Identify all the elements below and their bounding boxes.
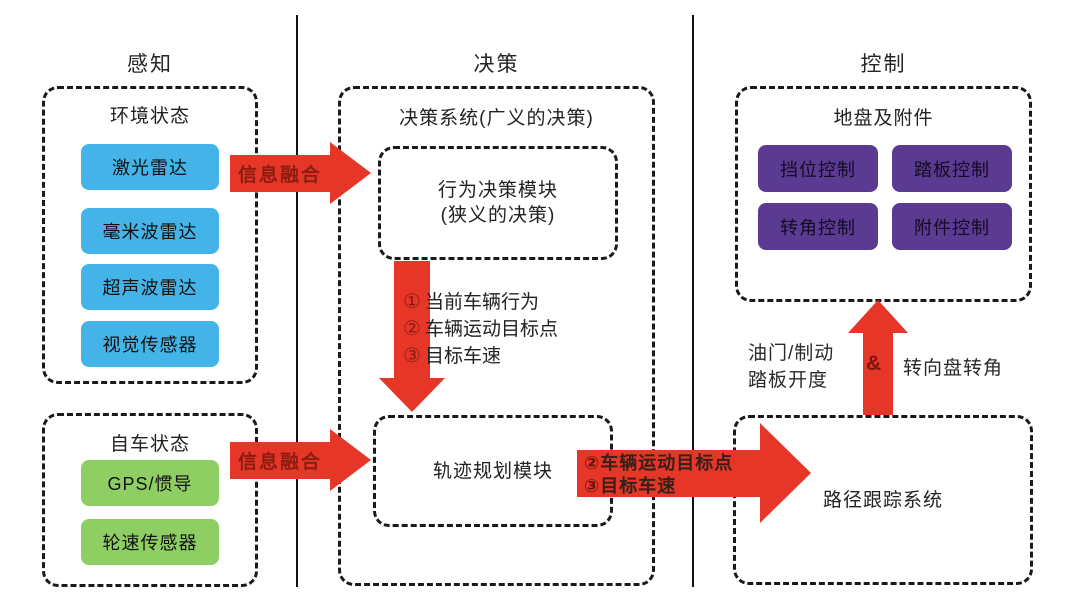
step-line: ②车辆运动目标点 [584,452,733,475]
trajectory-planning-title: 轨迹规划模块 [432,460,553,482]
step-text: 车辆运动目标点 [424,319,558,340]
chassis-accessories-title: 地盘及附件 [833,108,934,129]
step-text: 目标车速 [424,346,501,367]
behavior-decision-box: 行为决策模块 (狭义的决策) [378,146,618,260]
step-number: ① [403,291,421,313]
step-number: ② [403,318,421,340]
decision-system-box: 决策系统(广义的决策) 行为决策模块 (狭义的决策) 轨迹规划模块 [338,86,655,586]
step-text: 当前车辆行为 [424,292,539,313]
environment-state-box: 环境状态 激光雷达 毫米波雷达 超声波雷达 视觉传感器 [42,86,258,384]
throttle-brake-line2: 踏板开度 [748,370,829,391]
to-path-arrow-head [760,423,811,523]
step-text: 目标车速 [600,476,677,496]
chip-vision-sensor: 视觉传感器 [81,321,219,367]
ampersand-label: & [866,352,882,375]
chip-pedal-control: 踏板控制 [892,145,1012,192]
step-number: ② [584,453,601,473]
control-up-arrow-head [848,300,908,333]
step-number: ③ [584,476,601,496]
chip-mmwave-radar: 毫米波雷达 [81,208,219,254]
chip-accessory-control: 附件控制 [892,203,1012,250]
chassis-accessories-box: 地盘及附件 挡位控制 踏板控制 转角控制 附件控制 [735,86,1032,302]
behavior-decision-line2: (狭义的决策) [440,205,556,226]
control-header: 控制 [860,53,907,76]
decision-down-arrow-body [394,261,430,378]
decision-system-title: 决策系统(广义的决策) [399,108,594,129]
perception-header: 感知 [127,53,173,76]
control-up-arrow-body [863,332,893,415]
fusion-arrow-top-head [330,142,371,204]
chip-gps-ins: GPS/惯导 [81,460,219,506]
chip-ultrasonic-radar: 超声波雷达 [81,264,219,310]
chip-steering-angle-control: 转角控制 [758,203,878,250]
fusion-arrow-bottom-head [330,429,371,491]
fusion-arrow-top-label: 信息融合 [237,165,322,186]
chip-lidar: 激光雷达 [81,144,219,190]
decision-header: 决策 [473,53,520,76]
throttle-brake-label: 油门/制动 踏板开度 [748,340,834,394]
to-path-arrow-body [577,450,760,497]
behavior-decision-line1: 行为决策模块 [437,180,558,201]
fusion-arrow-bottom-body [230,442,330,479]
fusion-arrow-top-body [230,155,330,192]
environment-state-title: 环境状态 [109,106,190,127]
path-tracking-box: 路径跟踪系统 [733,415,1033,585]
step-text: 车辆运动目标点 [600,453,734,473]
column-divider-left [296,15,298,587]
step-line: ③目标车速 [584,475,733,498]
fusion-arrow-bottom-label: 信息融合 [237,452,322,473]
ego-state-title: 自车状态 [109,434,190,455]
step-number: ③ [403,345,421,367]
chip-wheel-speed-sensor: 轮速传感器 [81,519,219,565]
steering-wheel-angle-label: 转向盘转角 [903,358,1004,379]
chip-gear-control: 挡位控制 [758,145,878,192]
to-path-arrow-steps: ②车辆运动目标点 ③目标车速 [584,452,733,498]
path-tracking-title: 路径跟踪系统 [822,489,943,511]
decision-down-arrow-head [379,378,445,412]
throttle-brake-line1: 油门/制动 [748,343,835,364]
ego-state-box: 自车状态 GPS/惯导 轮速传感器 [42,413,258,587]
column-divider-right [692,15,694,587]
